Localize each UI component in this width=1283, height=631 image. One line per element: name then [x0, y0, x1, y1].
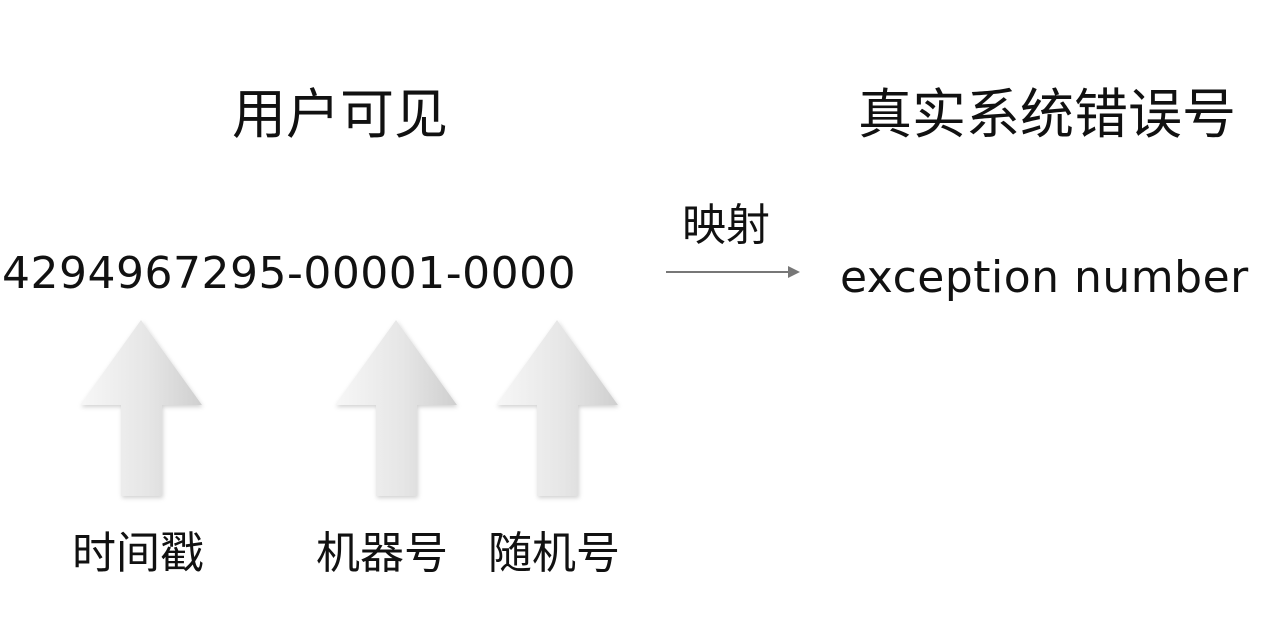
- random-number-label: 随机号: [488, 528, 620, 579]
- exception-number-text: exception number: [840, 252, 1249, 303]
- user-visible-error-code: 4294967295-00001-0000: [2, 248, 577, 299]
- real-system-error-heading: 真实系统错误号: [858, 83, 1236, 146]
- mapping-arrow: [666, 266, 800, 278]
- random-number-up-arrow: [496, 320, 618, 496]
- timestamp-up-arrow: [80, 320, 202, 496]
- timestamp-label: 时间戳: [72, 528, 204, 579]
- user-visible-heading: 用户可见: [232, 83, 448, 146]
- mapping-label: 映射: [682, 200, 770, 251]
- machine-number-label: 机器号: [316, 528, 448, 579]
- machine-number-up-arrow: [335, 320, 457, 496]
